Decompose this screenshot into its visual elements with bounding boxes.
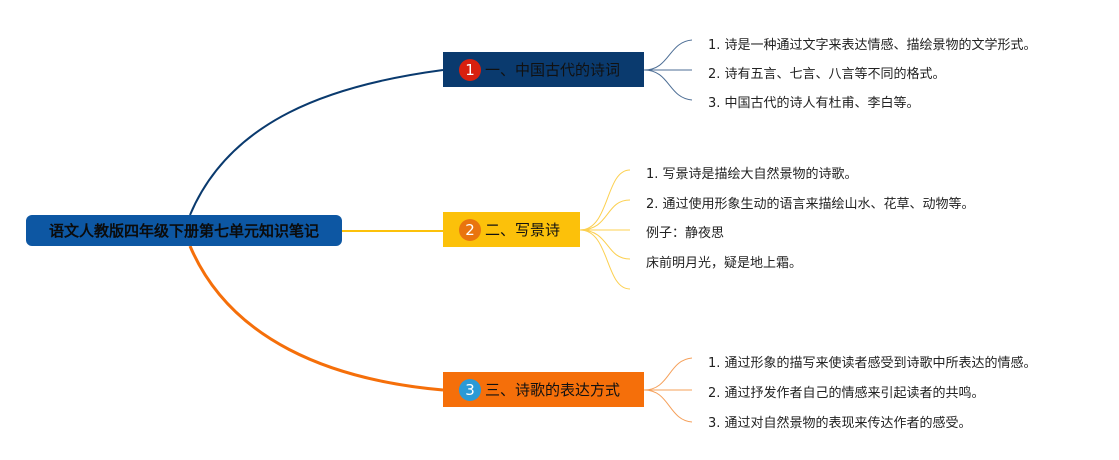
leaf-topic[interactable]: 1. 写景诗是描绘大自然景物的诗歌。 xyxy=(646,167,858,182)
leaf-topic[interactable]: 2. 通过使用形象生动的语言来描绘山水、花草、动物等。 xyxy=(646,197,975,212)
number-badge-icon: 3 xyxy=(459,378,481,401)
connector-root-branch-3 xyxy=(188,245,444,392)
leaf-topic[interactable]: 床前明月光，疑是地上霜。 xyxy=(646,256,803,271)
branch-topic-3[interactable]: 3 三、诗歌的表达方式 xyxy=(443,372,644,407)
leaf-topic[interactable]: 2. 诗有五言、七言、八言等不同的格式。 xyxy=(708,67,946,82)
connectors-branch-3 xyxy=(643,357,693,423)
connectors-branch-2 xyxy=(579,169,631,290)
leaf-topic[interactable]: 1. 通过形象的描写来使读者感受到诗歌中所表达的情感。 xyxy=(708,356,1037,371)
connector-root-branch-1 xyxy=(189,69,444,216)
connectors-branch-1 xyxy=(643,39,693,101)
number-badge-icon: 1 xyxy=(459,58,481,81)
leaf-topic[interactable]: 例子：静夜思 xyxy=(646,226,725,241)
leaf-topic[interactable]: 3. 中国古代的诗人有杜甫、李白等。 xyxy=(708,96,920,111)
root-topic-label: 语文人教版四年级下册第七单元知识笔记 xyxy=(48,222,319,240)
number-badge-icon: 2 xyxy=(459,218,481,241)
leaf-topic[interactable]: 3. 通过对自然景物的表现来传达作者的感受。 xyxy=(708,416,972,431)
branch-topic-2[interactable]: 2 二、写景诗 xyxy=(443,212,580,247)
branch-label: 三、诗歌的表达方式 xyxy=(485,381,621,399)
leaf-topic[interactable]: 2. 通过抒发作者自己的情感来引起读者的共鸣。 xyxy=(708,386,985,401)
leaf-topic[interactable]: 1. 诗是一种通过文字来表达情感、描绘景物的文学形式。 xyxy=(708,38,1037,53)
branch-topic-1[interactable]: 1 一、中国古代的诗词 xyxy=(443,52,644,87)
root-topic[interactable]: 语文人教版四年级下册第七单元知识笔记 xyxy=(26,215,342,246)
branch-label: 一、中国古代的诗词 xyxy=(485,61,621,79)
branch-label: 二、写景诗 xyxy=(485,221,561,239)
